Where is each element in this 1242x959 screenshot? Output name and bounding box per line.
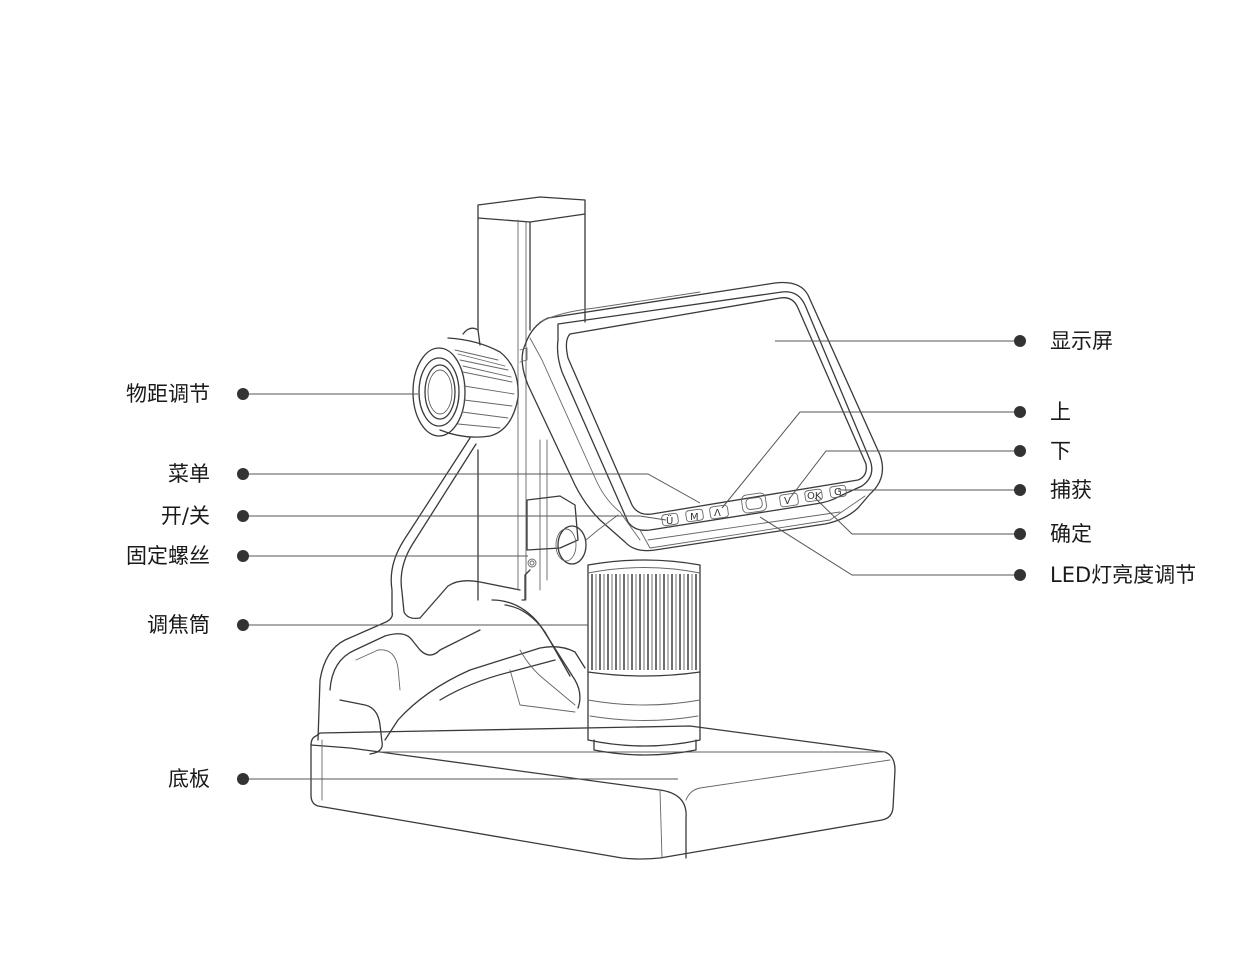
button-glyph-menu: M: [690, 512, 699, 523]
focus-knob: [412, 327, 519, 438]
dot-focus-tube: [237, 619, 249, 631]
leader-down: [789, 450, 1020, 499]
dot-focus-distance: [237, 388, 249, 400]
dot-capture: [1014, 484, 1026, 496]
label-focus-tube: 调焦筒: [147, 613, 210, 637]
button-glyph-capture: G: [834, 487, 842, 498]
base-plate: [310, 725, 896, 860]
label-focus-distance: 物距调节: [126, 382, 210, 406]
dot-display: [1014, 335, 1026, 347]
dot-down: [1014, 445, 1026, 457]
dot-menu: [237, 468, 249, 480]
button-glyph-down: V: [784, 496, 791, 507]
dot-base: [237, 773, 249, 785]
button-glyph-ok: OK: [807, 491, 822, 502]
button-glyph-power: Ü: [666, 514, 673, 527]
label-led: LED灯亮度调节: [1050, 563, 1197, 587]
dot-led: [1014, 569, 1026, 581]
stand-arm: [317, 437, 586, 755]
column: [477, 196, 586, 601]
label-down: 下: [1050, 439, 1071, 463]
label-power: 开/关: [160, 504, 210, 528]
dot-fixing-screw: [237, 550, 249, 562]
label-capture: 捕获: [1050, 478, 1092, 502]
label-ok: 确定: [1050, 522, 1092, 546]
leader-up: [721, 411, 1020, 509]
dot-ok: [1014, 528, 1026, 540]
button-row: Ü M Λ V OK G: [661, 484, 847, 527]
label-menu: 菜单: [168, 462, 210, 486]
leader-ok: [814, 497, 1020, 535]
focus-tube-body: [587, 559, 701, 756]
label-display: 显示屏: [1050, 329, 1113, 353]
hinge: [526, 495, 619, 565]
dot-up: [1014, 406, 1026, 418]
label-fixing-screw: 固定螺丝: [126, 544, 210, 568]
leader-menu: [243, 473, 701, 504]
label-base: 底板: [168, 767, 210, 791]
leader-power: [243, 515, 667, 521]
label-up: 上: [1050, 400, 1071, 424]
button-glyph-up: Λ: [714, 508, 721, 519]
callouts: [237, 335, 1026, 785]
dot-power: [237, 510, 249, 522]
leader-led: [759, 516, 1020, 576]
